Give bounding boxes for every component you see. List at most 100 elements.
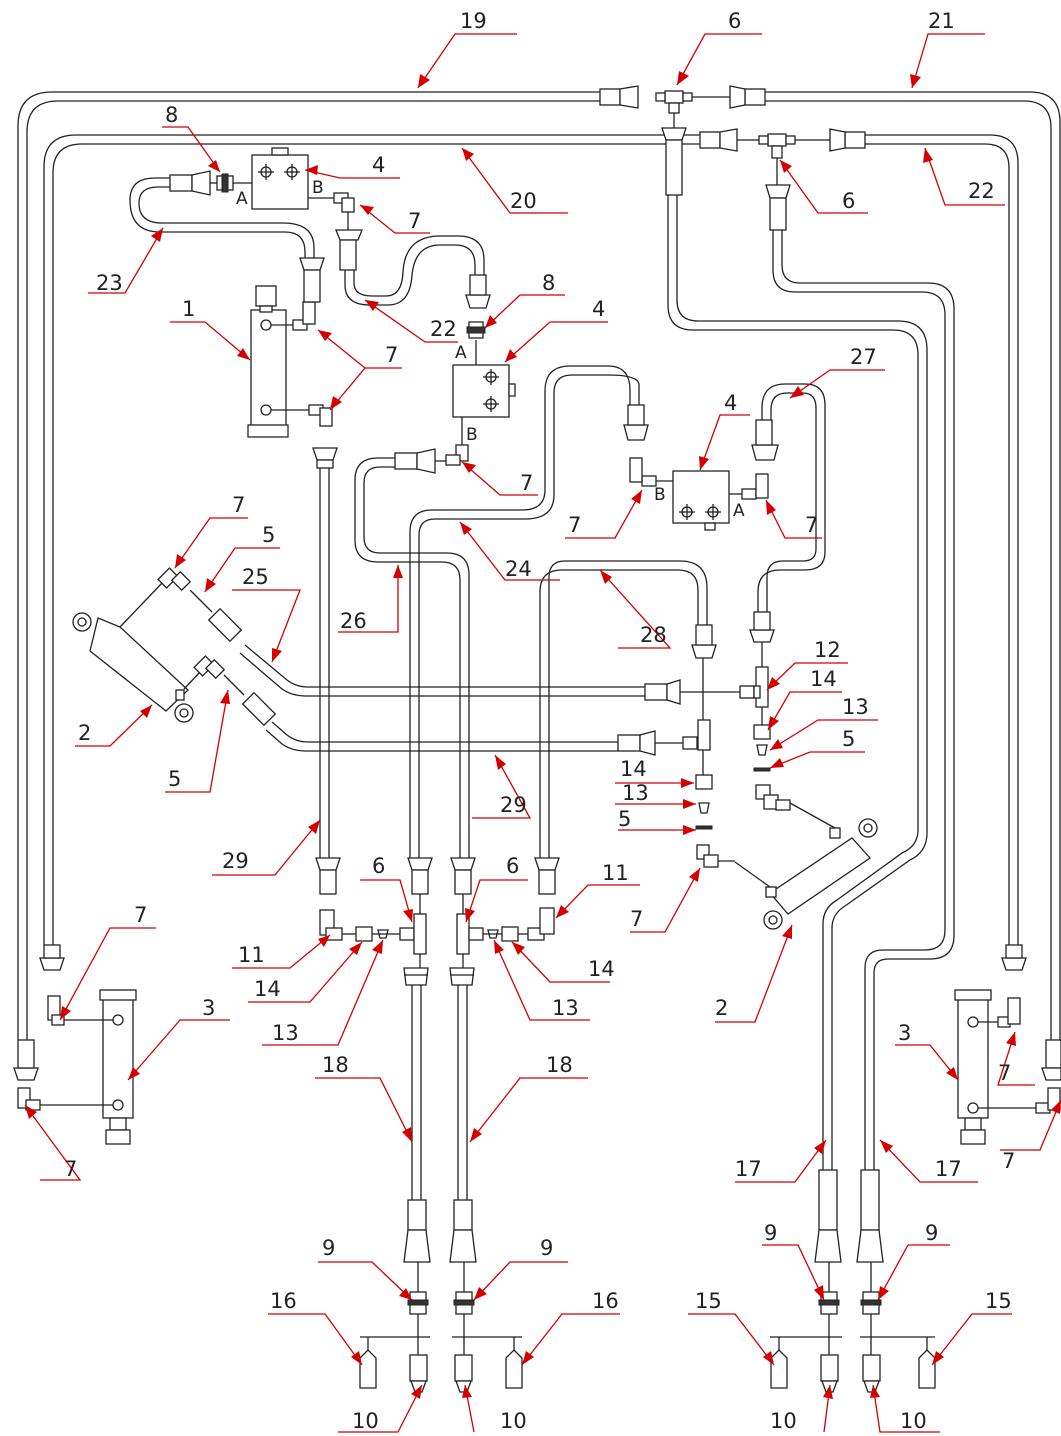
hose-22-upper	[344, 244, 476, 306]
svg-text:1: 1	[182, 297, 195, 321]
callout-5: 5	[165, 689, 230, 793]
hose-26	[354, 457, 461, 858]
svg-text:7: 7	[64, 1157, 77, 1181]
callout-13: 13	[769, 695, 878, 751]
svg-text:9: 9	[322, 1236, 335, 1260]
callout-24: 24	[459, 521, 560, 581]
svg-text:20: 20	[510, 189, 537, 213]
svg-text:24: 24	[505, 557, 532, 581]
port-label-a: A	[733, 501, 745, 521]
hose-end	[644, 683, 668, 701]
hose-end	[599, 88, 621, 106]
callout-26: 26	[338, 565, 403, 633]
callout-4: 4	[504, 297, 608, 363]
svg-text:13: 13	[622, 781, 649, 805]
svg-text:5: 5	[842, 727, 855, 751]
hose-27	[757, 383, 826, 615]
svg-text:29: 29	[500, 793, 527, 817]
svg-text:13: 13	[842, 695, 869, 719]
svg-text:26: 26	[340, 609, 367, 633]
callout-13: 13	[493, 939, 590, 1021]
svg-text:6: 6	[506, 854, 519, 878]
svg-text:9: 9	[540, 1236, 553, 1260]
callout-27: 27	[789, 345, 885, 399]
callout-15: 15	[931, 1289, 1012, 1366]
callout-17: 17	[735, 1139, 827, 1183]
callout-10: 10	[338, 1384, 423, 1433]
callout-2: 2	[75, 704, 153, 747]
callout-10: 10	[870, 1384, 940, 1433]
callout-15: 15	[688, 1289, 775, 1366]
cylinder-2-left	[72, 567, 277, 727]
callouts: 19 6 21 8 4 20 7 6 22 23 22 8 1 4 7 27 4…	[24, 9, 1061, 1433]
hose-17b	[772, 230, 946, 1170]
callout-7: 7	[174, 493, 248, 569]
quick-coupler-16	[359, 1349, 377, 1389]
svg-text:18: 18	[546, 1053, 573, 1077]
svg-text:7: 7	[385, 343, 398, 367]
callout-9: 9	[762, 1221, 825, 1301]
callout-14: 14	[767, 667, 842, 731]
svg-text:7: 7	[134, 903, 147, 927]
callout-1: 1	[170, 297, 251, 361]
callout-13: 13	[615, 781, 696, 809]
svg-text:4: 4	[372, 153, 385, 177]
callout-7: 7	[765, 499, 822, 539]
svg-text:15: 15	[985, 1289, 1012, 1313]
callout-6: 6	[465, 854, 528, 923]
callout-7: 7	[565, 489, 643, 539]
svg-text:6: 6	[728, 9, 741, 33]
callout-7: 7	[317, 329, 402, 411]
hose-25	[244, 644, 645, 688]
callout-3: 3	[127, 996, 230, 1081]
callout-5: 5	[769, 727, 865, 769]
valve-block-top	[251, 154, 309, 210]
callout-18: 18	[469, 1053, 588, 1143]
callout-7: 7	[1000, 1099, 1061, 1173]
callout-9: 9	[877, 1221, 950, 1301]
svg-text:14: 14	[588, 957, 615, 981]
svg-text:7: 7	[1002, 1149, 1015, 1173]
callout-18: 18	[315, 1053, 413, 1143]
svg-text:9: 9	[764, 1221, 777, 1245]
svg-text:4: 4	[592, 297, 605, 321]
svg-text:8: 8	[542, 271, 555, 295]
callout-7: 7	[997, 1031, 1035, 1086]
callout-10: 10	[770, 1384, 833, 1433]
svg-text:27: 27	[850, 345, 877, 369]
svg-text:22: 22	[430, 317, 457, 341]
callout-3: 3	[895, 1021, 959, 1081]
callout-9: 9	[473, 1236, 568, 1301]
callout-7: 7	[359, 204, 430, 234]
callout-17: 17	[879, 1139, 978, 1183]
tee-fitting-right	[767, 133, 787, 147]
svg-text:8: 8	[165, 103, 178, 127]
svg-text:16: 16	[270, 1289, 297, 1313]
svg-text:4: 4	[724, 391, 737, 415]
callout-29: 29	[472, 754, 532, 819]
hose-22	[865, 134, 1019, 945]
callout-8: 8	[162, 103, 221, 173]
callout-16: 16	[521, 1289, 620, 1366]
port-label-a: A	[455, 343, 467, 363]
callout-4: 4	[304, 153, 400, 179]
callout-20: 20	[461, 147, 568, 214]
svg-text:23: 23	[96, 271, 123, 295]
callout-14: 14	[248, 941, 363, 1003]
callout-22: 22	[364, 299, 458, 343]
callout-6: 6	[676, 9, 762, 86]
callout-10: 10	[462, 1384, 527, 1433]
svg-text:19: 19	[460, 9, 487, 33]
svg-text:17: 17	[935, 1157, 962, 1181]
svg-text:18: 18	[322, 1053, 349, 1077]
quick-coupler-15	[770, 1349, 788, 1389]
svg-text:3: 3	[898, 1021, 911, 1045]
svg-text:5: 5	[618, 807, 631, 831]
cylinder-2-right	[734, 802, 878, 930]
svg-text:2: 2	[78, 721, 91, 745]
valve-block-middle	[452, 364, 510, 418]
svg-text:7: 7	[568, 513, 581, 537]
tee-fitting-lower-left	[413, 913, 427, 955]
hoses	[17, 91, 1061, 1200]
